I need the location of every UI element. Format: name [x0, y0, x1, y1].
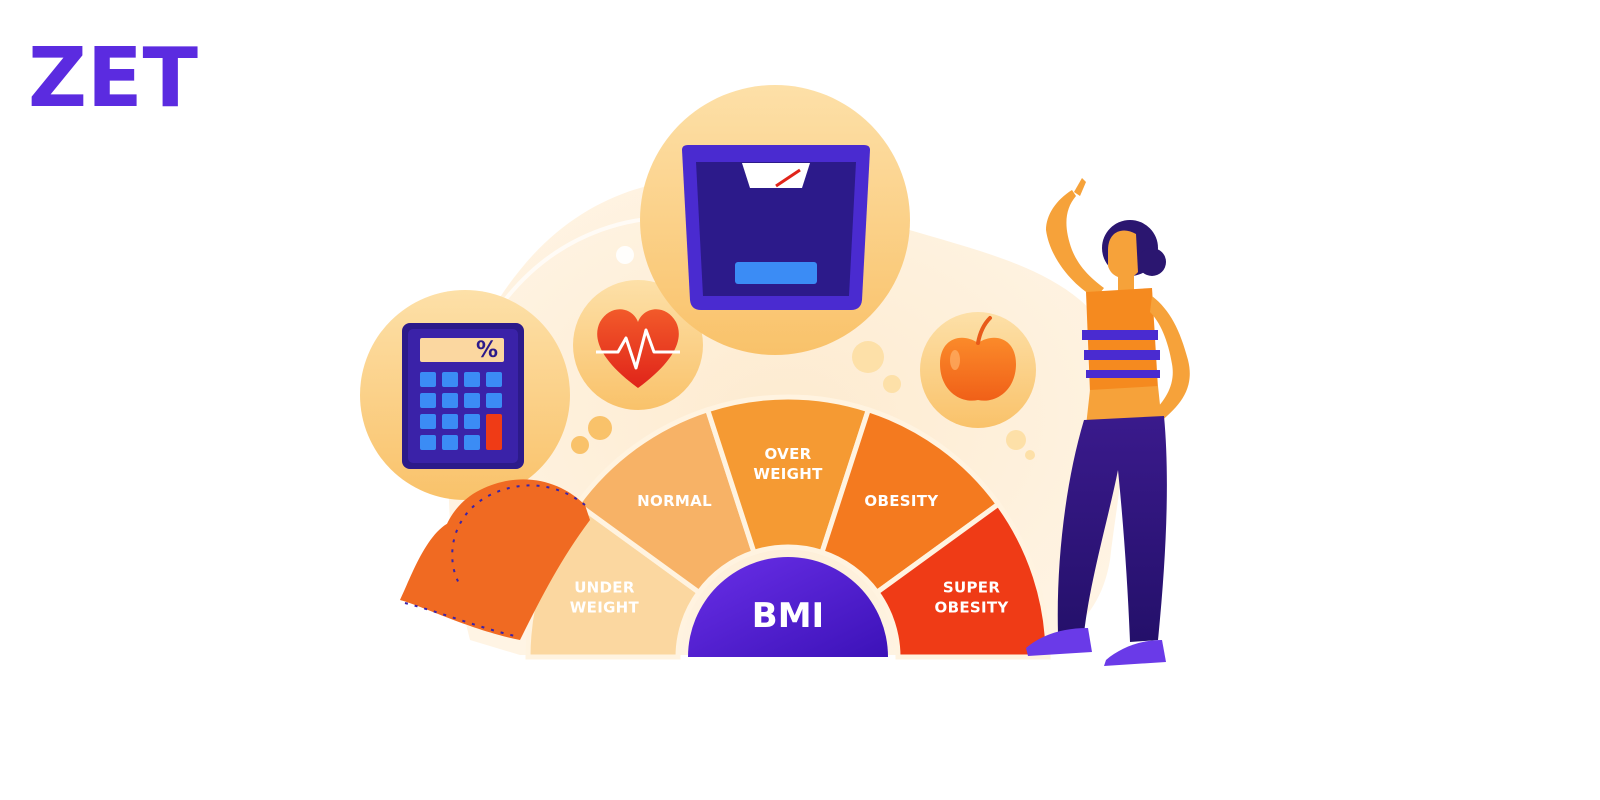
- gauge-segment-4: [818, 406, 1002, 596]
- bmi-label: BMI: [752, 596, 824, 636]
- calculator-bubble: %: [360, 290, 612, 500]
- heart-bubble: [573, 280, 703, 410]
- calculator-key: [442, 393, 458, 408]
- calculator-equals-key: [486, 414, 502, 450]
- calculator-key: [464, 414, 480, 429]
- calculator-key: [486, 372, 502, 387]
- calculator-key: [420, 372, 436, 387]
- calculator-key: [442, 435, 458, 450]
- calculator-key: [420, 435, 436, 450]
- calculator-key: [442, 414, 458, 429]
- calculator-key: [442, 372, 458, 387]
- apple-bubble: [920, 312, 1036, 460]
- calculator-icon: %: [402, 323, 524, 469]
- logo-text: ZET: [28, 36, 198, 116]
- calculator-key: [420, 414, 436, 429]
- calculator-key: [486, 393, 502, 408]
- woman-figure: [1026, 178, 1190, 666]
- zet-logo: ZET: [28, 36, 198, 116]
- calculator-key: [464, 372, 480, 387]
- calculator-keys: [420, 372, 502, 450]
- calculator-symbol: %: [476, 338, 498, 363]
- apple-icon: [940, 316, 1016, 401]
- bmi-center: [688, 557, 888, 657]
- gauge-label-2: NORMAL: [637, 492, 712, 510]
- gauge-segment-3: [704, 394, 872, 556]
- calculator-key: [464, 435, 480, 450]
- scale-bubble: [640, 85, 910, 393]
- weight-scale-icon: [682, 145, 870, 310]
- calculator-key: [464, 393, 480, 408]
- calculator-key: [420, 393, 436, 408]
- gauge-label-4: OBESITY: [864, 492, 939, 510]
- measuring-tape-icon: [400, 479, 590, 640]
- gauge-segment-2: [574, 406, 758, 596]
- heart-pulse-icon: [596, 309, 680, 388]
